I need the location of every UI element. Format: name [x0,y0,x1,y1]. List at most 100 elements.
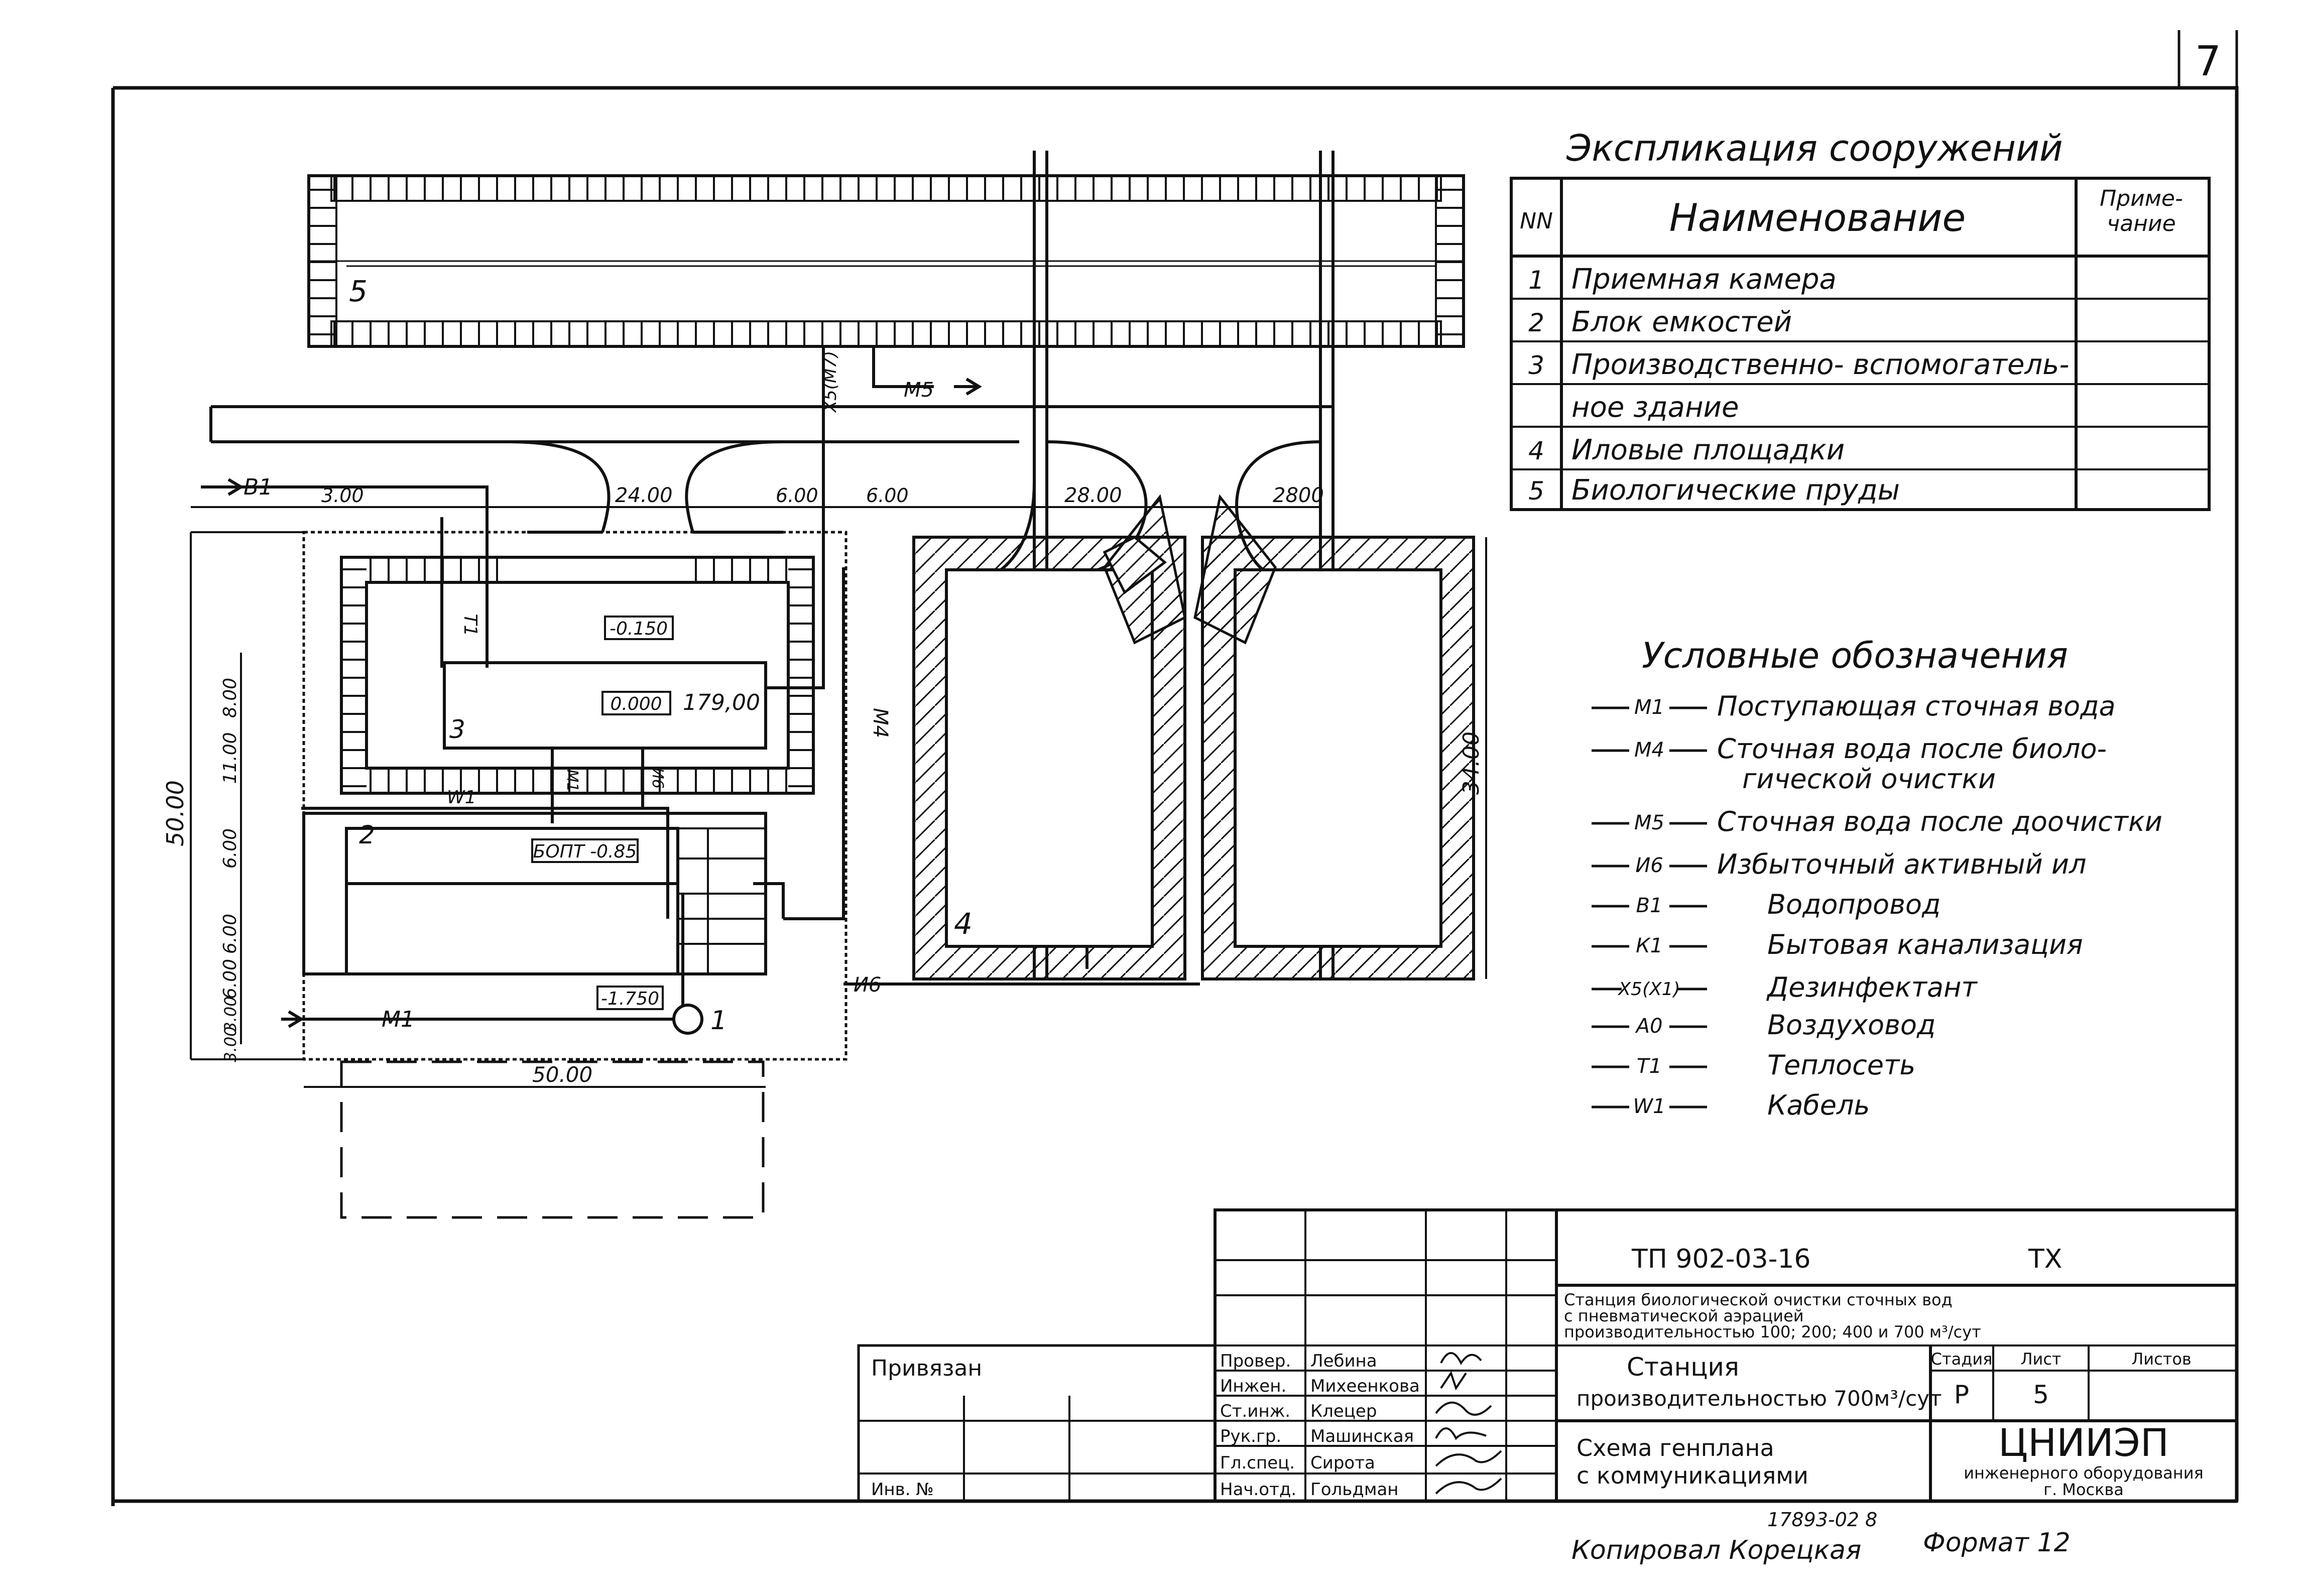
explication-row-3b-name: ное здание [1571,391,1739,424]
drawing-title-2: с коммуникациями [1577,1462,1808,1489]
structure-3-building-area [340,556,815,795]
organization-sub-1: инженерного оборудования [1964,1463,2204,1483]
legend-code: М1 [1634,696,1664,719]
elevation-4: -1.750 [601,989,659,1009]
project-description-2: с пневматической аэрацией [1564,1306,1804,1325]
pipe-label-a2: И6 [649,768,666,789]
dim-34-00: 34.00 [1459,731,1484,795]
legend-item-t1: Т1 Теплосеть [1592,1049,1915,1081]
structure-label-4: 4 [954,907,973,941]
legend-text: Сточная вода после биоло- [1717,733,2107,765]
explication-row-1-name: Приемная камера [1571,263,1837,296]
legend-item-x5: Х5(Х1) Дезинфектант [1592,971,1978,1003]
main-site-outline [302,531,847,1219]
privyazan-label: Привязан [871,1356,982,1381]
explication-row-4-n: 4 [1528,436,1544,465]
flow-arrows [201,378,982,1028]
legend-text: Кабель [1767,1089,1870,1121]
legend-items: М1 Поступающая сточная вода М4 Сточная в… [1592,690,2162,1121]
utility-lines [201,346,1200,1035]
structure-5-biological-ponds [307,174,1465,348]
explication-table-grid [1510,177,2211,511]
elevation-1: -0.150 [610,619,668,639]
structure-label-2: 2 [359,820,375,849]
pipe-label-m4: М4 [869,708,892,738]
legend-item-a0: А0 Воздуховод [1592,1009,1935,1041]
explication-row-3-n: 3 [1528,351,1544,380]
staff-role: Провер. [1220,1351,1291,1371]
dim-3-00-v2: 3.00 [221,1026,240,1062]
pipe-label-i6: И6 [854,973,881,997]
legend-code: А0 [1635,1015,1663,1038]
explication-header-nn: NN [1520,208,1553,234]
explication-row-5-n: 5 [1528,476,1544,506]
station-line-1: Станция [1627,1353,1739,1382]
dim-3-00: 3.00 [321,484,364,507]
legend-text: Сточная вода после доочистки [1717,806,2162,837]
explication-row-4-name: Иловые площадки [1571,434,1845,466]
legend-item-m4: М4 Сточная вода после биоло- гической оч… [1592,733,2107,795]
structure-label-3: 3 [449,715,465,744]
dim-11-00: 11.00 [220,732,240,784]
legend-text: Избыточный активный ил [1717,848,2087,880]
legend-text: Воздуховод [1767,1009,1935,1041]
legend-code: Х5(Х1) [1617,979,1680,1000]
organization-name: ЦНИИЭП [1998,1420,2169,1465]
legend-code: К1 [1636,934,1663,957]
pipe-label-b1: В1 [244,474,273,500]
station-line-2: производительностью 700м³/сут [1577,1386,1942,1411]
staff-name: Михеенкова [1310,1376,1420,1396]
legend-item-k1: К1 Бытовая канализация [1592,929,2083,960]
sheet-value: 5 [2033,1380,2049,1409]
legend-text: Поступающая сточная вода [1717,690,2116,722]
legend-code: И6 [1635,854,1663,877]
project-description-1: Станция биологической очистки сточных во… [1564,1290,1953,1309]
legend-code: М5 [1634,811,1664,834]
staff-name: Машинская [1310,1426,1414,1446]
drawing-title-1: Схема генплана [1577,1434,1774,1461]
legend-title: Условные обозначения [1642,635,2068,676]
legend-item-m1: М1 Поступающая сточная вода [1592,690,2116,722]
pipe-label-x5: Х5(М7) [820,351,840,413]
stage-value: Р [1954,1380,1969,1409]
sheet-number: 7 [2195,38,2221,85]
explication-row-3-name: Производственно- вспомогатель- [1571,348,2069,381]
sheet-label: Лист [2020,1349,2061,1369]
staff-signatures: Провер. Лебина Инжен. Михеенкова Ст.инж.… [1220,1351,1502,1500]
archive-number: 17893-02 8 [1767,1509,1877,1531]
legend-text: Теплосеть [1767,1049,1915,1081]
legend-item-i6: И6 Избыточный активный ил [1592,848,2087,880]
pipe-label-t1: Т1 [460,614,480,637]
staff-name: Клецер [1310,1401,1377,1421]
explication-title: Экспликация сооружений [1566,127,2063,169]
copied-by: Копировал Корецкая [1571,1535,1861,1565]
dim-6-00-a: 6.00 [776,484,818,507]
dim-6-00-v2: 6.00 [220,914,240,954]
structure-label-5: 5 [349,274,368,308]
dim-50-00-horizontal: 50.00 [532,1062,592,1087]
legend-code: Т1 [1637,1055,1662,1078]
staff-role: Инжен. [1220,1376,1286,1396]
inventory-number-label: Инв. № [871,1480,934,1500]
dim-50-00-vertical: 50.00 [162,780,189,846]
elevation-marks [531,616,674,1010]
stage-label: Стадия [1931,1349,1993,1369]
dimension-lines [190,506,1487,1088]
dim-6-00-v1: 6.00 [220,828,240,869]
staff-role: Гл.спец. [1220,1453,1295,1473]
elevation-3: БОПТ -0.85 [533,841,637,862]
staff-role: Ст.инж. [1220,1401,1290,1421]
legend-item-w1: W1 Кабель [1592,1089,1870,1121]
structure-4-sludge-beds [912,494,1475,980]
legend-item-m5: М5 Сточная вода после доочистки [1592,806,2162,837]
explication-row-2-name: Блок емкостей [1571,306,1792,338]
title-block-grid [857,1208,2238,1503]
staff-name: Лебина [1310,1351,1377,1371]
elevation-2: 0.000 [610,694,662,714]
organization-sub-2: г. Москва [2043,1480,2124,1499]
structure-2-tank-block [302,812,767,975]
dim-6-00-b: 6.00 [866,484,909,507]
staff-role: Нач.отд. [1220,1480,1296,1500]
legend-text: Бытовая канализация [1767,929,2083,960]
legend-item-b1: В1 Водопровод [1592,889,1941,920]
